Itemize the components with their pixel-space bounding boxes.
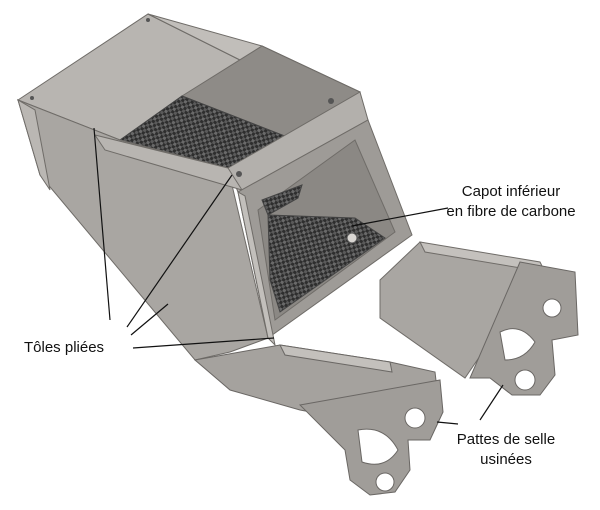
right-arm — [379, 241, 579, 396]
left-arm — [193, 344, 444, 496]
capot-label-line2: en fibre de carbone — [446, 203, 576, 220]
capot-label-line1: Capot inférieur — [461, 183, 561, 200]
front-box — [237, 119, 413, 347]
leader-capot — [351, 207, 449, 227]
leader-toles-2 — [126, 174, 233, 328]
leader-toles-4 — [132, 337, 275, 349]
toles-label: Tôles pliées — [24, 339, 105, 356]
leader-pattes-2 — [479, 384, 504, 421]
leader-toles-3 — [130, 303, 169, 336]
pattes-label: Pattes de selle usinées — [446, 430, 566, 470]
pattes-label-line2: usinées — [480, 451, 532, 468]
leader-lines — [93, 127, 504, 425]
top-lid — [16, 13, 369, 193]
leader-pattes-1 — [436, 421, 459, 425]
capot-label: Capot inférieur en fibre de carbone — [436, 182, 586, 222]
leader-toles-1 — [93, 127, 111, 321]
pattes-label-line1: Pattes de selle — [456, 431, 556, 448]
